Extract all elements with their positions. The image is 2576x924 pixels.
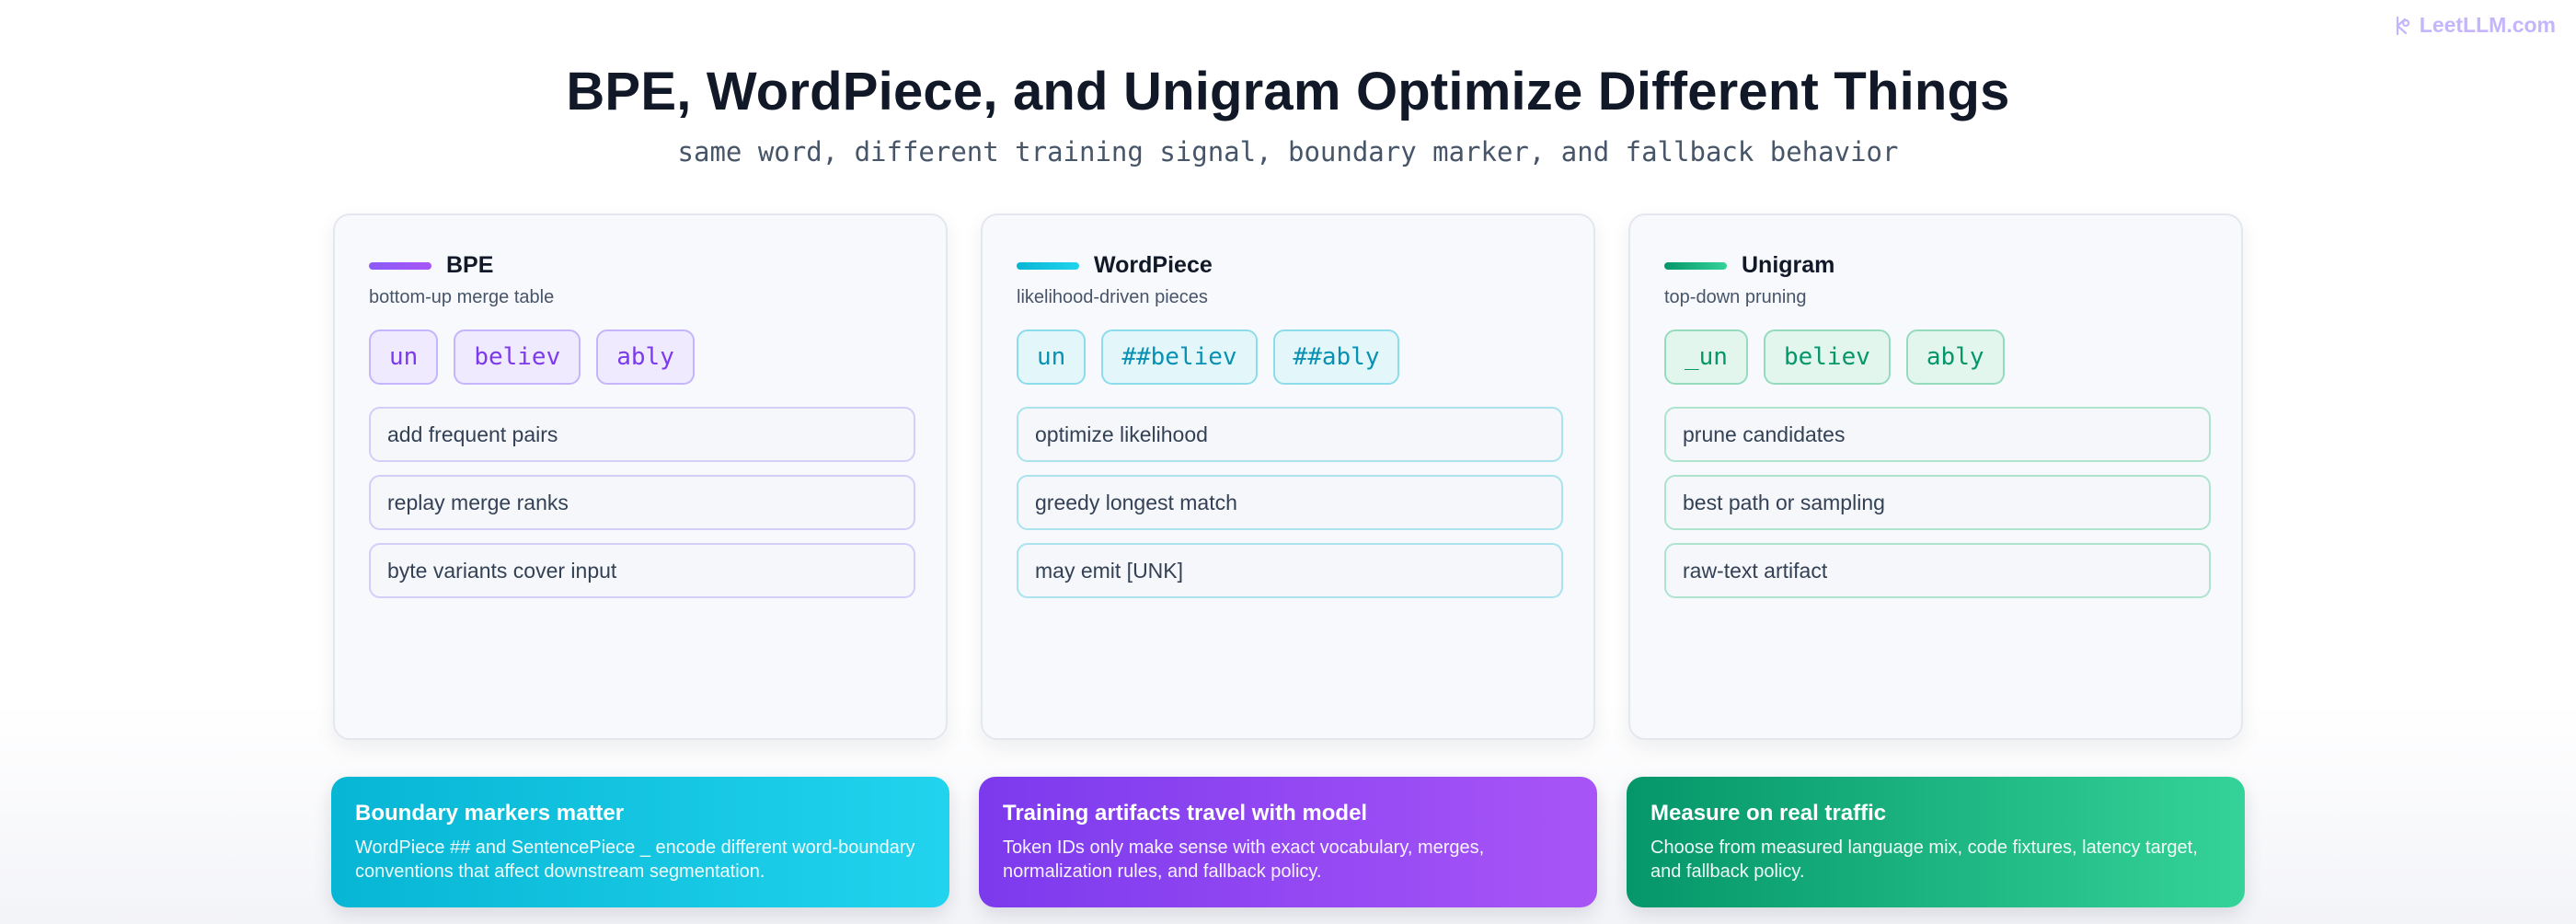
- step-item: raw-text artifact: [1664, 543, 2211, 598]
- step-item: prune candidates: [1664, 407, 2211, 462]
- note-boundary-markers: Boundary markers matter WordPiece ## and…: [331, 777, 949, 907]
- card-subtitle: likelihood-driven pieces: [1017, 287, 1208, 307]
- token-row: un believ ably: [369, 329, 695, 385]
- watermark: LeetLLM.com: [2390, 13, 2556, 38]
- note-title: Measure on real traffic: [1650, 801, 1887, 826]
- step-item: greedy longest match: [1017, 475, 1563, 530]
- token-chip: un: [369, 329, 439, 385]
- token-row: un ##believ ##ably: [1017, 329, 1400, 385]
- token-chip: believ: [454, 329, 581, 385]
- card-bpe: BPE bottom-up merge table un believ ably…: [333, 214, 948, 740]
- note-title: Training artifacts travel with model: [1003, 801, 1368, 826]
- token-row: _un believ ably: [1664, 329, 2005, 385]
- card-subtitle: top-down pruning: [1664, 287, 1807, 307]
- token-chip: ##believ: [1101, 329, 1258, 385]
- accent-bar: [1017, 261, 1079, 270]
- note-title: Boundary markers matter: [355, 801, 625, 826]
- token-chip: believ: [1763, 329, 1891, 385]
- step-item: may emit [UNK]: [1017, 543, 1563, 598]
- page-subtitle: same word, different training signal, bo…: [677, 136, 1899, 167]
- card-subtitle: bottom-up merge table: [369, 287, 555, 307]
- step-item: optimize likelihood: [1017, 407, 1563, 462]
- step-item: byte variants cover input: [369, 543, 915, 598]
- token-chip: un: [1017, 329, 1087, 385]
- token-chip: ##ably: [1272, 329, 1400, 385]
- card-title: WordPiece: [1094, 252, 1213, 278]
- step-item: add frequent pairs: [369, 407, 915, 462]
- page-title: BPE, WordPiece, and Unigram Optimize Dif…: [566, 62, 2010, 121]
- note-measure-traffic: Measure on real traffic Choose from meas…: [1627, 777, 2245, 907]
- token-chip: _un: [1664, 329, 1748, 385]
- watermark-text: LeetLLM.com: [2419, 13, 2556, 37]
- token-chip: ably: [596, 329, 695, 385]
- card-title: BPE: [446, 252, 494, 278]
- step-item: best path or sampling: [1664, 475, 2211, 530]
- card-wordpiece: WordPiece likelihood-driven pieces un ##…: [981, 214, 1595, 740]
- logo-icon: [2396, 16, 2409, 35]
- step-list: prune candidates best path or sampling r…: [1664, 407, 2211, 611]
- step-list: add frequent pairs replay merge ranks by…: [369, 407, 915, 611]
- note-text: Token IDs only make sense with exact voc…: [1003, 837, 1485, 882]
- note-training-artifacts: Training artifacts travel with model Tok…: [979, 777, 1597, 907]
- card-header: BPE: [369, 252, 493, 279]
- note-text: WordPiece ## and SentencePiece _ encode …: [355, 837, 915, 882]
- accent-bar: [1664, 261, 1727, 270]
- note-text: Choose from measured language mix, code …: [1650, 837, 2198, 882]
- card-header: WordPiece: [1017, 252, 1213, 279]
- card-header: Unigram: [1664, 252, 1834, 279]
- step-item: replay merge ranks: [369, 475, 915, 530]
- card-title: Unigram: [1742, 252, 1835, 278]
- card-unigram: Unigram top-down pruning _un believ ably…: [1628, 214, 2243, 740]
- accent-bar: [369, 261, 431, 270]
- token-chip: ably: [1905, 329, 2005, 385]
- step-list: optimize likelihood greedy longest match…: [1017, 407, 1563, 611]
